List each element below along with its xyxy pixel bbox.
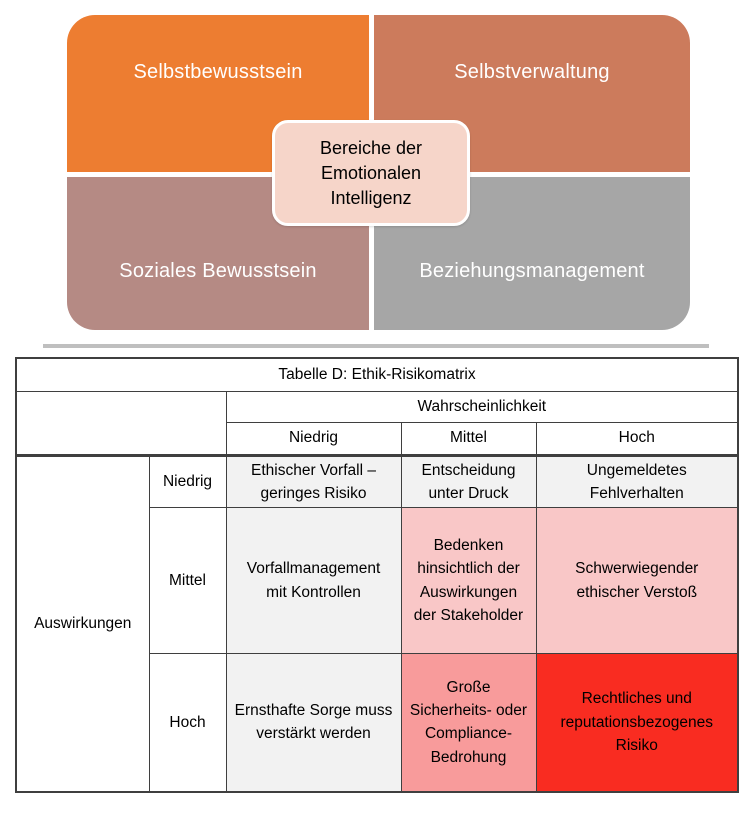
quadrant-beziehungsmanagement: Beziehungsmanagement <box>374 177 690 330</box>
table-row: Hoch Ernsthafte Sorge muss verstärkt wer… <box>16 653 739 792</box>
matrix-cell: Vorfallmanagement mit Kontrollen <box>225 507 402 654</box>
diagram-center-callout: Bereiche der Emotionalen Intelligenz <box>272 120 470 226</box>
row-header-mittel: Mittel <box>148 507 227 654</box>
quadrant-label: Soziales Bewusstsein <box>119 260 317 282</box>
diagram-center-label: Bereiche der Emotionalen Intelligenz <box>319 137 423 208</box>
column-header-niedrig: Niedrig <box>225 421 402 457</box>
table-row: Auswirkungen Niedrig Ethischer Vorfall –… <box>15 454 739 792</box>
quadrant-soziales-bewusstsein: Soziales Bewusstsein <box>67 177 369 330</box>
matrix-cell: Entscheidung unter Druck <box>400 454 537 508</box>
matrix-cell: Ungemeldetes Fehlverhalten <box>535 454 739 508</box>
matrix-cell: Rechtliches und reputationsbezogenes Ris… <box>535 653 739 792</box>
quadrant-label: Beziehungsmanagement <box>419 260 645 282</box>
column-header-mittel: Mittel <box>400 421 537 457</box>
section-divider <box>43 344 709 348</box>
columns-group-header: Wahrscheinlichkeit <box>225 390 739 423</box>
rows-group-header: Auswirkungen <box>15 454 150 792</box>
quadrant-label: Selbstbewusstsein <box>133 61 303 83</box>
matrix-cell: Große Sicherheits- oder Compliance-Bedro… <box>400 653 537 792</box>
quadrant-selbstbewusstsein: Selbstbewusstsein <box>67 15 369 172</box>
column-header-hoch: Hoch <box>535 421 739 457</box>
table-title: Tabelle D: Ethik-Risikomatrix <box>15 357 739 392</box>
matrix-cell: Ethischer Vorfall – geringes Risiko <box>225 454 402 508</box>
corner-empty-cell <box>15 390 227 457</box>
matrix-cell: Schwerwiegender ethischer Verstoß <box>535 507 739 654</box>
table-row: Mittel Vorfallmanagement mit Kontrollen … <box>16 507 739 654</box>
row-header-niedrig: Niedrig <box>148 454 227 508</box>
row-header-hoch: Hoch <box>148 653 227 792</box>
emotional-intelligence-diagram: Selbstbewusstsein Selbstverwaltung Sozia… <box>67 15 690 330</box>
quadrant-label: Selbstverwaltung <box>454 61 610 83</box>
ethics-risk-matrix-table: Tabelle D: Ethik-Risikomatrix Wahrschein… <box>15 357 740 793</box>
matrix-cell: Bedenken hinsichtlich der Auswirkungen d… <box>400 507 537 654</box>
matrix-cell: Ernsthafte Sorge muss verstärkt werden <box>225 653 402 792</box>
